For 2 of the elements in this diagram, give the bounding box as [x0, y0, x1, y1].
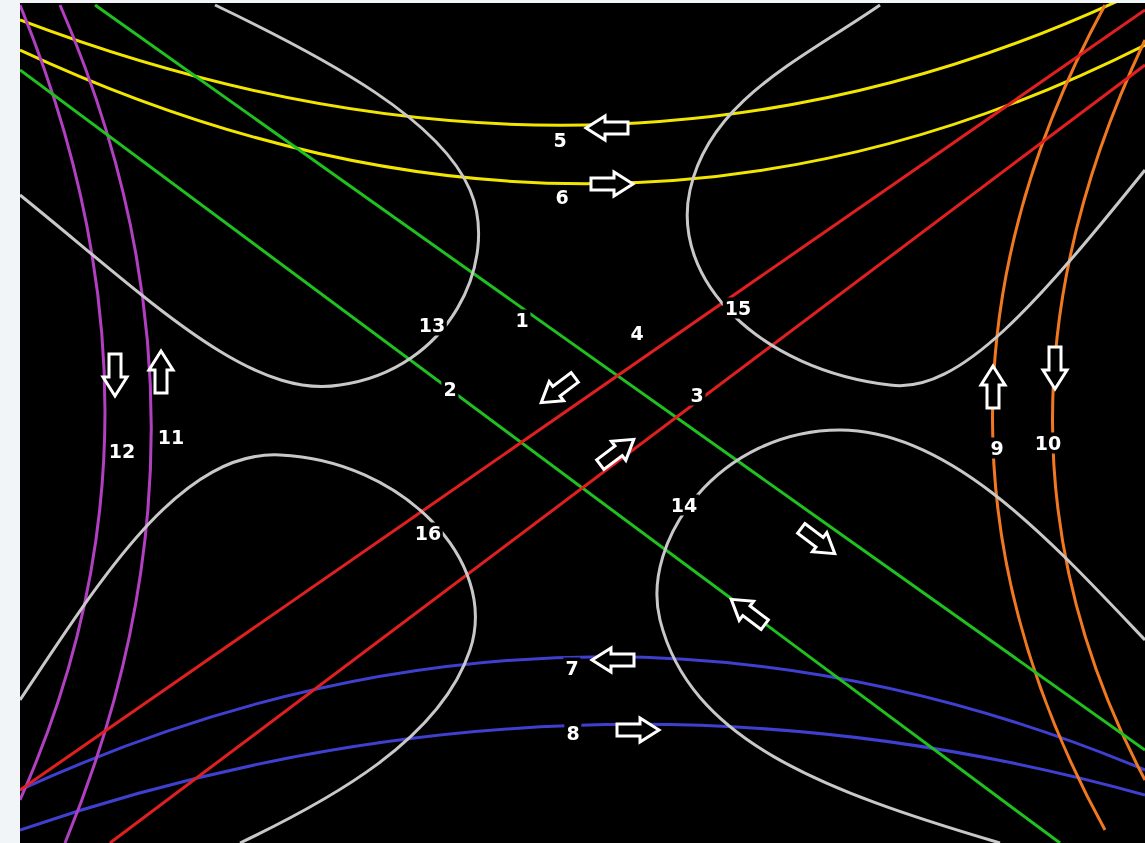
curve-number: 2: [441, 378, 459, 400]
curve-number: 9: [988, 437, 1006, 459]
